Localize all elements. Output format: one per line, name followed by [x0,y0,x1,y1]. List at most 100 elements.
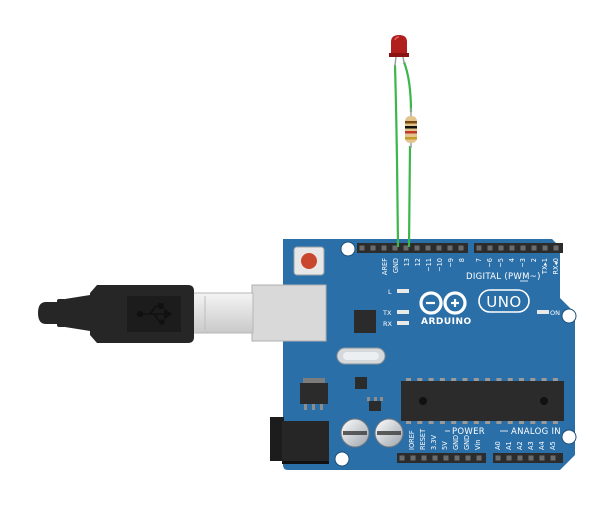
header-pin-socket[interactable] [447,245,453,251]
power-analog-header[interactable] [397,453,563,463]
header-pin-socket[interactable] [414,245,420,251]
wire-gnd-to-led-cathode[interactable] [393,64,400,248]
digital-pin-label: RX◂0 [552,258,560,275]
analog-pin-label: A1 [505,441,513,450]
header-pin-socket[interactable] [443,455,449,461]
digital-pin-label: ~11 [425,258,433,272]
digital-header[interactable] [357,243,563,253]
chip-pin [541,378,547,381]
header-pin-socket[interactable] [370,245,376,251]
chip-pin [552,421,558,424]
header-pin-socket[interactable] [465,455,471,461]
header-pin-socket[interactable] [542,245,548,251]
reset-button[interactable] [293,246,325,276]
uno-badge [478,289,530,313]
dc-power-jack[interactable] [270,417,329,464]
chip-pin [439,421,445,424]
header-pin-socket[interactable] [539,455,545,461]
digital-pin-label: ~3 [519,258,527,268]
header-pin-socket[interactable] [550,455,556,461]
circuit-wiring[interactable] [389,35,417,248]
chip-pin [473,378,479,381]
header-pin-socket[interactable] [476,245,482,251]
crystal-oscillator [336,347,386,365]
header-pin-socket[interactable] [381,245,387,251]
on-led-label: ON [550,309,560,317]
wire-resistor-to-led-anode[interactable] [402,61,413,113]
chip-pin [507,421,513,424]
usb-icon [136,303,173,325]
digital-pin-label: 12 [414,258,422,266]
cable-strain-relief [65,295,90,331]
l-led-label: L [388,288,392,296]
header-pin-socket[interactable] [421,455,427,461]
chip-pin [485,421,491,424]
digital-pin-label: ~6 [486,258,494,268]
chip-pin [417,378,423,381]
arduino-logo-text: ARDUINO [421,317,472,327]
chip-pin [406,421,411,424]
header-pin-socket[interactable] [359,245,365,251]
voltage-regulator [300,378,328,410]
digital-pin-label: 4 [508,258,516,262]
header-pin-socket[interactable] [495,455,501,461]
header-pin-socket[interactable] [410,455,416,461]
analog-pin-label: A2 [516,441,524,450]
digital-pin-label: AREF [381,258,389,275]
header-pin-socket[interactable] [436,245,442,251]
red-led[interactable] [389,35,409,57]
electrolytic-capacitor [374,418,404,448]
uno-text: UNO [486,293,522,311]
header-pin-socket[interactable] [528,455,534,461]
header-pin-socket[interactable] [399,455,405,461]
chip-pin [496,421,502,424]
chip-pin [462,421,468,424]
header-pin-socket[interactable] [454,455,460,461]
digital-pin-label: 8 [458,258,466,262]
chip-pin [507,378,513,381]
power-pin-label: 3.3V [430,435,438,450]
power-pin-label: RESET [419,428,427,450]
chip-pin [428,421,434,424]
chip-pin [473,421,479,424]
chip-pin [439,378,445,381]
header-pin-socket[interactable] [403,245,409,251]
header-pin-socket[interactable] [425,245,431,251]
header-pin-socket[interactable] [531,245,537,251]
digital-pin-label: 13 [403,258,411,266]
analog-label: ANALOG IN [511,427,561,437]
header-pin-socket[interactable] [432,455,438,461]
chip-pin [462,378,468,381]
mounting-hole [340,241,356,257]
header-pin-socket[interactable] [520,245,526,251]
header-pin-socket[interactable] [498,245,504,251]
rx-led-label: RX [383,320,393,328]
usb-interface-chip [354,310,376,333]
wire-pin13-to-resistor[interactable] [407,145,412,248]
header-pin-socket[interactable] [509,245,515,251]
mounting-hole [334,451,350,467]
header-pin-socket[interactable] [506,455,512,461]
analog-pin-label: A5 [549,441,557,450]
chip-pin [530,378,536,381]
header-pin-socket[interactable] [553,245,559,251]
header-pin-socket[interactable] [458,245,464,251]
digital-pin-label: 2 [530,258,538,262]
usb-b-cable[interactable] [38,284,327,343]
resistor[interactable] [405,108,417,148]
header-pin-socket[interactable] [476,455,482,461]
chip-pin [530,421,536,424]
reset-chip [355,377,367,389]
atmega-microcontroller [401,378,564,424]
header-pin-socket[interactable] [517,455,523,461]
l-led [397,289,409,293]
header-pin-socket[interactable] [487,245,493,251]
header-pin-socket[interactable] [392,245,398,251]
power-pin-label: IOREF [408,430,416,450]
tx-led-label: TX [382,309,392,317]
chip-pin [417,421,423,424]
analog-pin-label: A4 [538,441,546,450]
arduino-infinity-logo-icon [419,291,467,315]
